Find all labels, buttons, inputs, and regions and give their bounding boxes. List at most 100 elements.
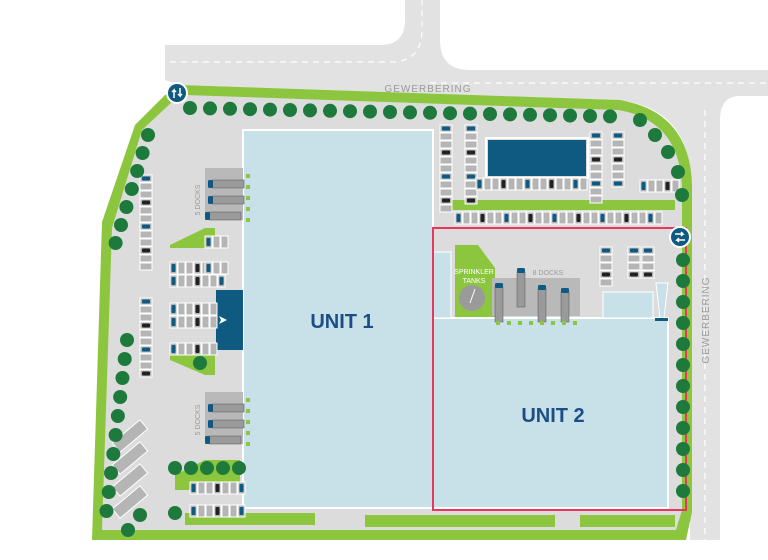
car [142, 347, 150, 352]
tree [121, 523, 135, 537]
tree [108, 236, 123, 250]
parking-space [212, 261, 221, 275]
dock-door [246, 174, 250, 178]
tree [263, 102, 277, 117]
tree [463, 106, 477, 121]
parking-space [614, 211, 623, 225]
car [477, 180, 482, 188]
tree [193, 356, 207, 370]
car [614, 157, 622, 162]
parking-space [439, 188, 453, 197]
parking-space [197, 504, 206, 518]
car [624, 214, 629, 222]
parking-space [197, 481, 206, 495]
tree [676, 316, 690, 330]
car [239, 484, 244, 492]
car [614, 181, 622, 186]
truck-cab [208, 404, 213, 412]
tree [130, 164, 145, 178]
tree [168, 506, 182, 520]
tree [671, 165, 685, 179]
car [641, 182, 646, 190]
dock-door [246, 207, 250, 211]
tree [104, 466, 119, 480]
tree [676, 337, 690, 351]
car [171, 305, 176, 313]
car [602, 272, 610, 277]
truck-trailer [211, 403, 245, 413]
parking-space [566, 211, 575, 225]
tree [243, 102, 257, 117]
tree [184, 461, 198, 475]
tree [108, 428, 123, 442]
dock-door [540, 321, 544, 325]
car [142, 224, 150, 229]
tree [110, 409, 125, 423]
parking-space [209, 274, 218, 288]
parking-space [139, 337, 153, 346]
tree [603, 109, 617, 124]
docks-label-left-top: 5 DOCKS [195, 184, 202, 215]
parking-space [462, 211, 471, 225]
dock-door [246, 218, 250, 222]
truck-trailer [208, 435, 242, 445]
car [142, 323, 150, 328]
parking-space [177, 315, 186, 329]
tree [117, 352, 132, 366]
truck-cab [538, 285, 546, 290]
tree [135, 146, 150, 160]
car [219, 277, 224, 285]
dock-door [573, 321, 577, 325]
tree [232, 461, 246, 475]
parking-space [531, 177, 540, 191]
car [442, 126, 450, 131]
dock-door [496, 321, 500, 325]
truck-cab [561, 288, 569, 293]
truck-trailer [211, 195, 245, 205]
parking-space [209, 342, 218, 356]
parking-space [464, 180, 478, 189]
car [206, 264, 211, 272]
tree [676, 295, 690, 309]
parking-space [177, 274, 186, 288]
car [215, 484, 220, 492]
car [195, 305, 200, 313]
parking-space [177, 342, 186, 356]
tree [343, 104, 357, 119]
dock-door [507, 321, 511, 325]
car [549, 180, 554, 188]
road-label-top: GEWERBERING [384, 84, 471, 95]
parking-space [638, 211, 647, 225]
entrance-arrows-icon [166, 82, 188, 104]
car [573, 180, 578, 188]
tree [583, 109, 597, 123]
dock-door [529, 321, 533, 325]
dock-door [246, 398, 250, 402]
parking-space [139, 206, 153, 215]
truck-cab [205, 436, 210, 444]
car [442, 174, 450, 179]
parking-space [177, 302, 186, 316]
unit-2-annex [432, 251, 452, 319]
parking-space [599, 262, 613, 271]
truck-cab [208, 180, 213, 188]
tree [115, 371, 130, 385]
parking-space [139, 254, 153, 263]
tree [120, 333, 134, 347]
tree [443, 106, 457, 121]
truck-cab [517, 268, 525, 273]
parking-space [201, 315, 210, 329]
trucks [205, 179, 669, 445]
car [592, 133, 600, 138]
tree [168, 461, 182, 475]
truck-cab [205, 212, 210, 220]
parking-space [507, 177, 516, 191]
truck-trailer [537, 288, 547, 323]
trees [99, 101, 690, 537]
car [171, 318, 176, 326]
parking-space [464, 188, 478, 197]
parking-space [139, 238, 153, 247]
parking-space [139, 305, 153, 314]
docks-label-left-bottom: 5 DOCKS [195, 404, 202, 435]
parking-space [139, 361, 153, 370]
